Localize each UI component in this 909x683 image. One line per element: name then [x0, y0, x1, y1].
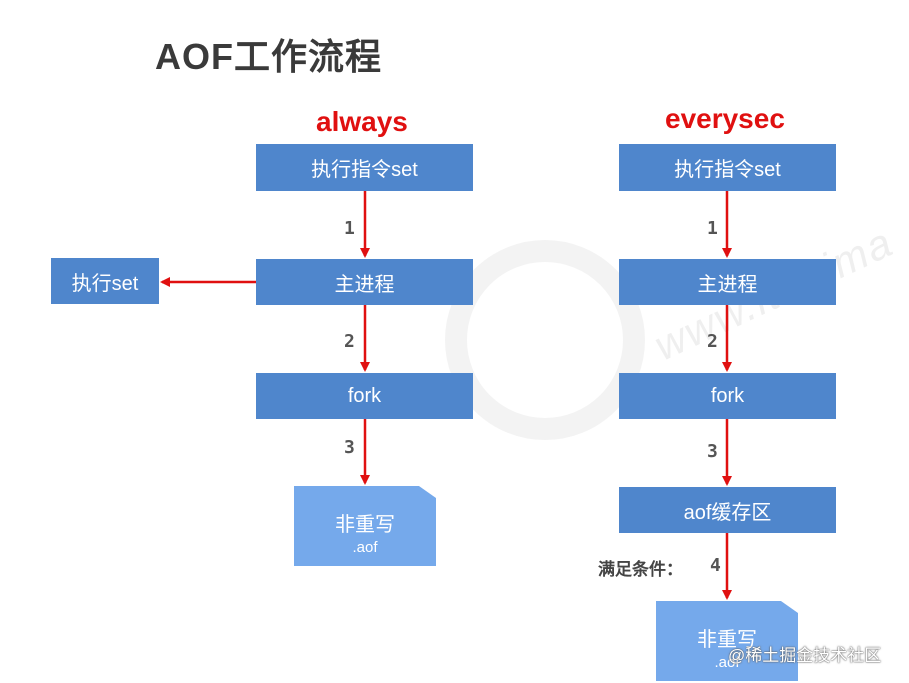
left-box-fork: fork — [256, 373, 473, 419]
mode-everysec-label: everysec — [665, 103, 785, 134]
page-title: AOF工作流程 — [155, 36, 382, 77]
right-step-4: 4 — [710, 555, 721, 576]
right-box-exec-command: 执行指令set — [619, 144, 836, 191]
right-condition-label: 满足条件： — [598, 560, 683, 579]
left-file-ext: .aof — [352, 539, 378, 556]
left-file-aof: 非重写 .aof — [294, 486, 436, 566]
right-step-2: 2 — [707, 331, 718, 352]
left-box-exec-set: 执行set — [51, 258, 159, 304]
right-box-main-process: 主进程 — [619, 259, 836, 305]
source-credit: @稀土掘金技术社区 — [728, 646, 882, 665]
left-step-3: 3 — [344, 437, 355, 458]
right-file-name: 非重写 — [697, 629, 757, 651]
left-box-exec-command: 执行指令set — [256, 144, 473, 191]
right-file-aof: 非重写 .aof — [656, 601, 798, 681]
left-box-main-process: 主进程 — [256, 259, 473, 305]
right-box-aof-buffer: aof缓存区 — [619, 487, 836, 533]
left-step-2: 2 — [344, 331, 355, 352]
right-file-ext: .aof — [714, 654, 740, 671]
right-step-3: 3 — [707, 441, 718, 462]
right-step-1: 1 — [707, 218, 718, 239]
left-file-name: 非重写 — [335, 514, 395, 536]
mode-always-label: always — [316, 106, 408, 137]
right-box-fork: fork — [619, 373, 836, 419]
left-step-1: 1 — [344, 218, 355, 239]
